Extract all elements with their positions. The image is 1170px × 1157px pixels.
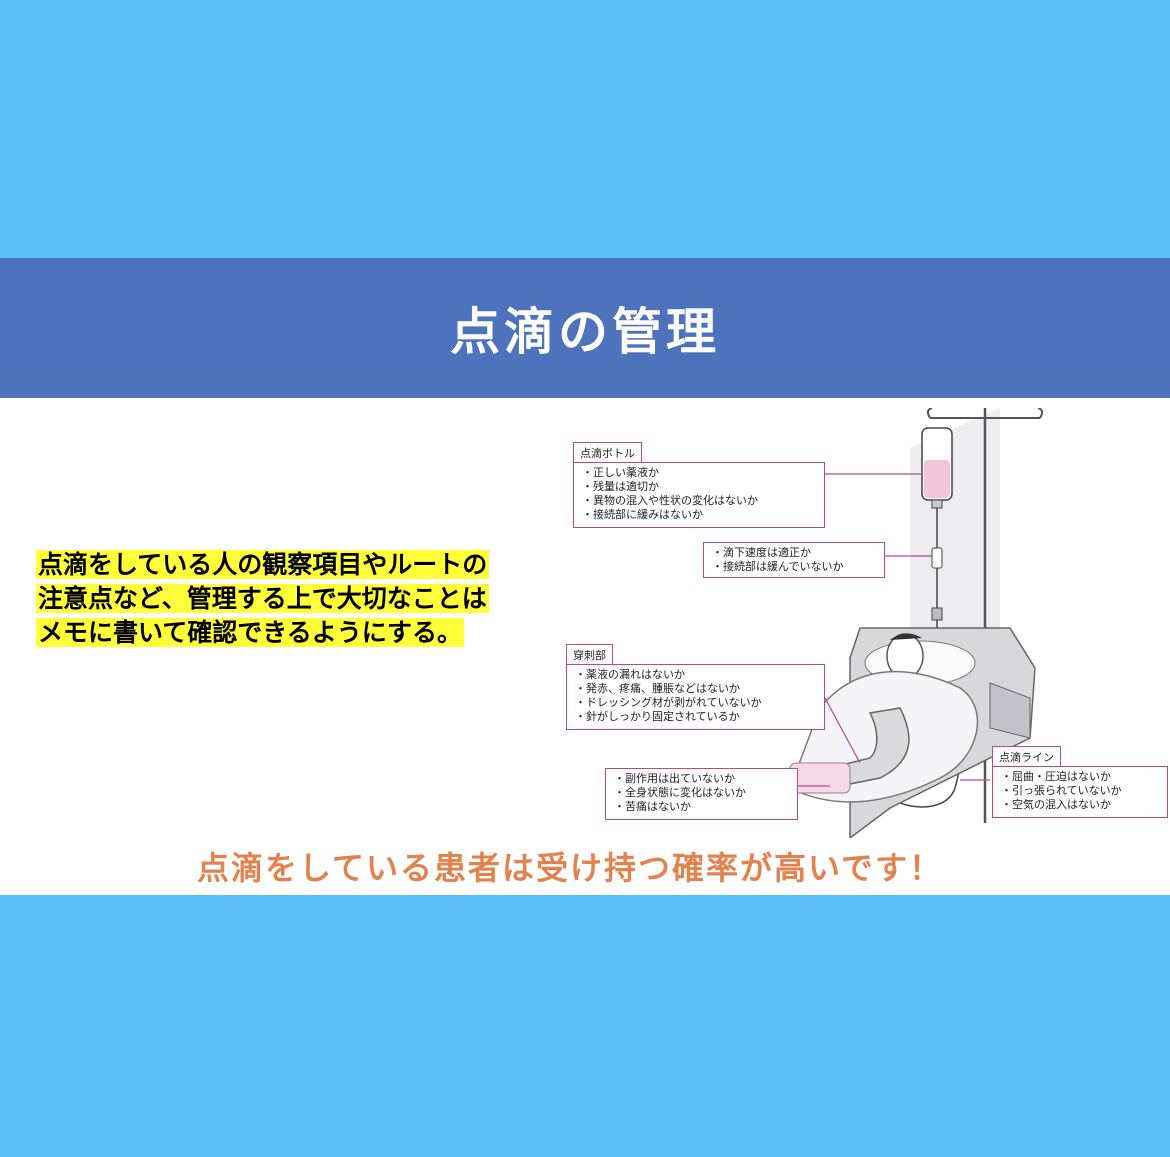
checklist-item: ・発赤、疼痛、腫脹などはないか xyxy=(575,682,740,695)
note-line: 点滴をしている人の観察項目やルートの xyxy=(36,550,490,579)
footer-message: 点滴をしている患者は受け持つ確率が高いです！ xyxy=(196,849,944,887)
puncture-checklist: ・薬液の漏れはないか ・発赤、疼痛、腫脹などはないか ・ドレッシング材が剥がれて… xyxy=(566,664,825,730)
bottle-label: 点滴ボトル xyxy=(573,442,642,464)
slide: 点滴の管理 点滴をしている人の観察項目やルートの 注意点など、管理する上で大切な… xyxy=(0,258,1170,895)
highlighted-note: 点滴をしている人の観察項目やルートの 注意点など、管理する上で大切なことは メモ… xyxy=(36,548,556,650)
page-title: 点滴の管理 xyxy=(450,303,720,361)
checklist-item: ・残量は適切か xyxy=(582,480,659,493)
iv-drawing xyxy=(789,408,1044,838)
checklist-item: ・薬液の漏れはないか xyxy=(575,668,685,681)
checklist-item: ・接続部に緩みはないか xyxy=(582,508,703,521)
patient-checklist: ・副作用は出ていないか ・全身状態に変化はないか ・苦痛はないか xyxy=(605,768,798,820)
slide-header: 点滴の管理 xyxy=(0,258,1170,398)
arm-pad xyxy=(789,762,851,794)
checklist-item: ・滴下速度は適正か xyxy=(712,546,811,559)
checklist-item: ・空気の混入はないか xyxy=(1001,798,1111,811)
checklist-item: ・接続部は緩んでいないか xyxy=(712,560,844,573)
line-label: 点滴ライン xyxy=(992,746,1061,768)
checklist-item: ・屈曲・圧迫はないか xyxy=(1001,770,1111,783)
checklist-item: ・正しい薬液か xyxy=(582,466,659,479)
line-checklist: ・屈曲・圧迫はないか ・引っ張られていないか ・空気の混入はないか xyxy=(992,766,1168,818)
iv-illustration: 点滴ボトル ・正しい薬液か ・残量は適切か ・異物の混入や性状の変化はないか ・… xyxy=(560,408,1170,838)
checklist-item: ・苦痛はないか xyxy=(614,800,691,813)
bottle-checklist: ・正しい薬液か ・残量は適切か ・異物の混入や性状の変化はないか ・接続部に緩み… xyxy=(573,462,825,528)
checklist-item: ・全身状態に変化はないか xyxy=(614,786,746,799)
checklist-item: ・副作用は出ていないか xyxy=(614,772,735,785)
checklist-item: ・異物の混入や性状の変化はないか xyxy=(582,494,758,507)
note-line: メモに書いて確認できるようにする。 xyxy=(36,618,465,647)
drip-checklist: ・滴下速度は適正か ・接続部は緩んでいないか xyxy=(703,542,885,578)
iv-fluid xyxy=(924,460,950,498)
checklist-item: ・針がしっかり固定されているか xyxy=(575,710,740,723)
checklist-item: ・ドレッシング材が剥がれていないか xyxy=(575,696,762,709)
note-line: 注意点など、管理する上で大切なことは xyxy=(36,584,489,613)
puncture-label: 穿刺部 xyxy=(566,644,613,666)
checklist-item: ・引っ張られていないか xyxy=(1001,784,1122,797)
